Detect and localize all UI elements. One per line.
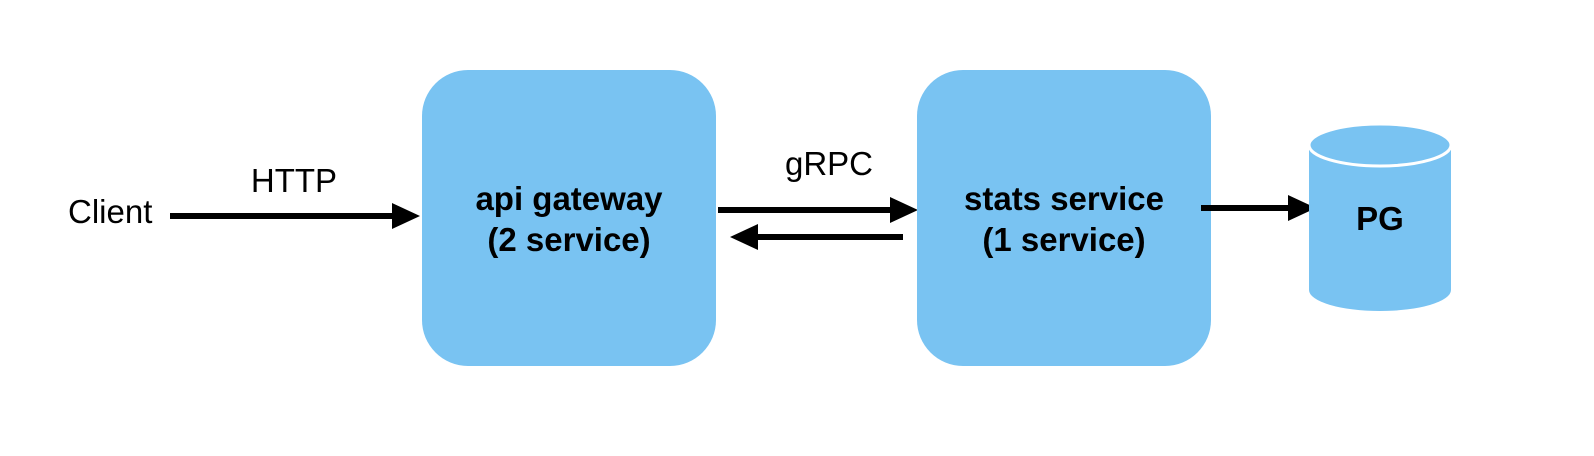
pg-label: PG — [1356, 200, 1404, 237]
api-gateway-subtitle: (2 service) — [487, 221, 650, 258]
gateway-to-stats-arrow — [718, 197, 918, 223]
grpc-edge-label: gRPC — [785, 145, 873, 182]
stats-to-gateway-arrow — [730, 224, 903, 250]
api-gateway-title: api gateway — [475, 180, 663, 217]
stats-to-pg-arrow — [1201, 195, 1316, 221]
client-to-gateway-arrow — [170, 203, 420, 229]
client-label: Client — [68, 193, 152, 230]
stats-service-title: stats service — [964, 180, 1164, 217]
pg-database-icon: PG — [1307, 122, 1453, 311]
stats-service-subtitle: (1 service) — [982, 221, 1145, 258]
http-edge-label: HTTP — [251, 162, 337, 199]
stats-service-node: stats service (1 service) — [917, 70, 1211, 366]
api-gateway-node: api gateway (2 service) — [422, 70, 716, 366]
